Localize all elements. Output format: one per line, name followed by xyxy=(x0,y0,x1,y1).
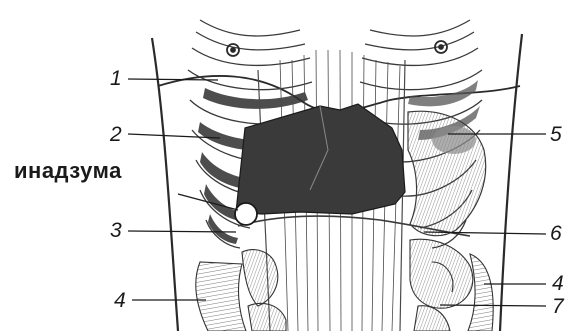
inadzuma-marker xyxy=(235,203,257,225)
label-3: 3 xyxy=(110,220,122,241)
label-5: 5 xyxy=(550,124,562,145)
caption-inadzuma: инадзума xyxy=(14,160,122,182)
label-6: 6 xyxy=(550,223,562,244)
intestines-left xyxy=(196,250,286,331)
intestines-right xyxy=(410,239,493,331)
label-1: 1 xyxy=(110,68,122,89)
leader-line-7 xyxy=(440,305,546,306)
label-4-left: 4 xyxy=(114,290,126,311)
label-4-right: 4 xyxy=(552,273,564,294)
stomach-shade xyxy=(432,126,476,154)
nipples xyxy=(227,41,447,56)
label-2: 2 xyxy=(110,124,122,145)
liver xyxy=(236,104,405,214)
label-7: 7 xyxy=(552,296,564,317)
